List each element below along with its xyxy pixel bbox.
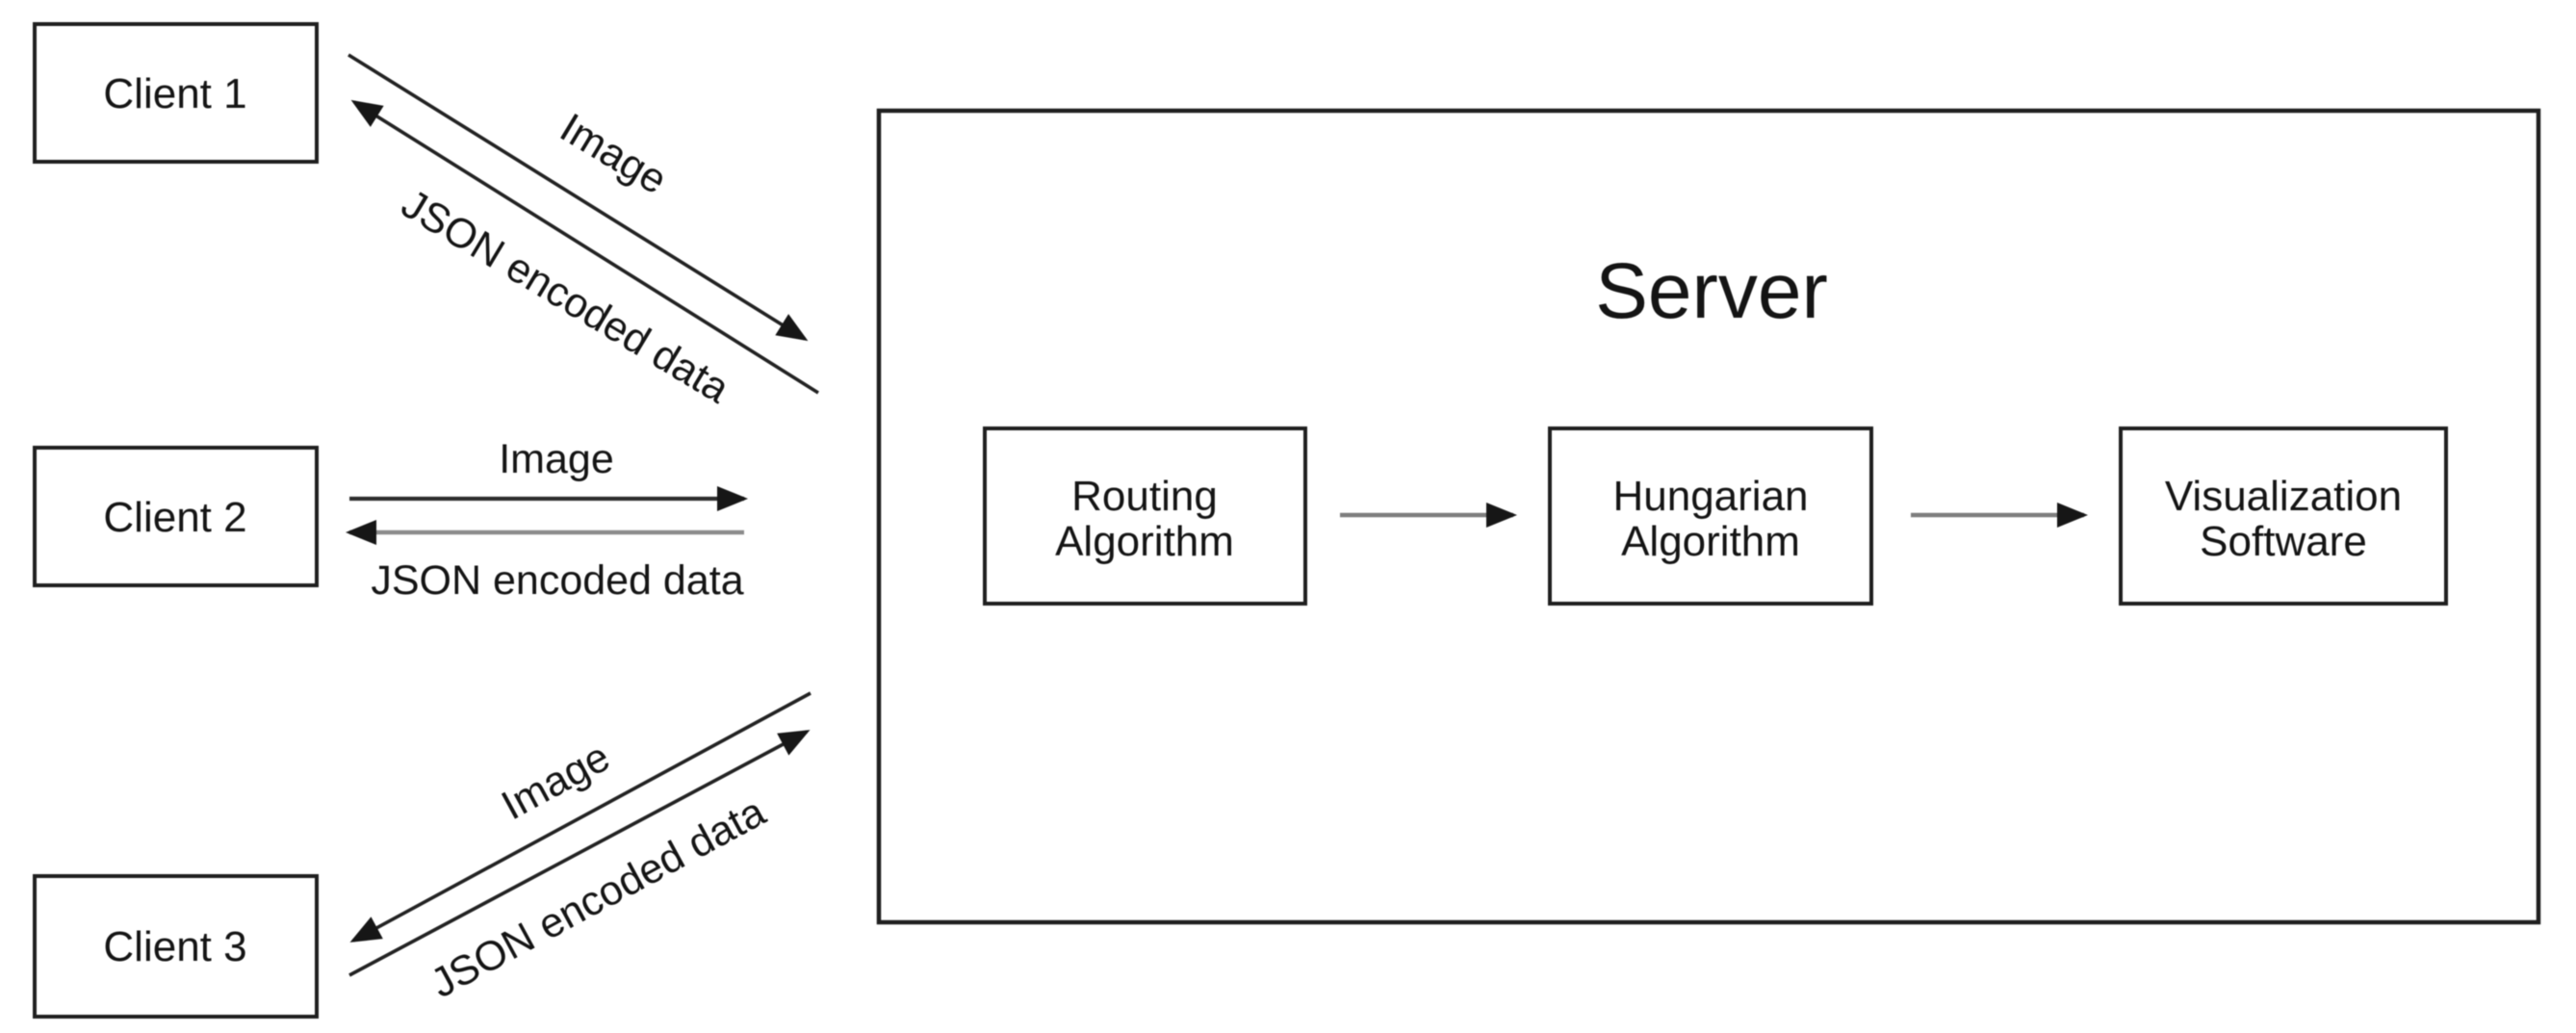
hungarian-algorithm-box: [1548, 426, 1873, 606]
routing-algorithm-node: Routing Algorithm: [983, 426, 1307, 606]
routing-algorithm-box: [983, 426, 1307, 606]
hungarian-algorithm-label-line2: Algorithm: [1621, 518, 1800, 565]
client-2-label: Client 2: [103, 494, 246, 541]
server-title: Server: [1595, 247, 1828, 335]
hungarian-algorithm-node: Hungarian Algorithm: [1548, 426, 1873, 606]
client-3-node: Client 3: [33, 874, 319, 1019]
visualization-software-label-line2: Software: [2200, 518, 2367, 565]
hungarian-algorithm-label-line1: Hungarian: [1612, 473, 1808, 520]
client-3-image-arrow: [349, 691, 811, 943]
client-3-json-arrow: [348, 730, 811, 977]
client-2-image-arrow-label: Image: [499, 436, 614, 482]
client-2-json-arrow-label: JSON encoded data: [371, 557, 743, 604]
client-2-box: [33, 446, 319, 587]
visualization-software-node: Visualization Software: [2119, 426, 2448, 606]
client-1-label: Client 1: [103, 70, 246, 117]
routing-algorithm-label-line1: Routing: [1071, 473, 1218, 520]
client-1-json-arrow: [350, 99, 819, 395]
client-1-connectors: Image JSON encoded data: [348, 53, 819, 413]
client-1-json-arrow-label: JSON encoded data: [394, 181, 737, 413]
client-1-image-arrow-label: Image: [553, 105, 675, 204]
client-3-json-arrow-label: JSON encoded data: [424, 788, 773, 1007]
client-3-label: Client 3: [103, 923, 246, 970]
client-2-connectors: Image JSON encoded data: [346, 436, 748, 604]
client-1-box: [33, 22, 319, 164]
visualization-software-label-line1: Visualization: [2165, 473, 2402, 520]
client-3-image-arrow-label: Image: [494, 734, 617, 829]
visualization-software-box: [2119, 426, 2448, 606]
client-3-box: [33, 874, 319, 1019]
client-2-node: Client 2: [33, 446, 319, 587]
client-1-image-arrow: [348, 53, 809, 342]
routing-algorithm-label-line2: Algorithm: [1055, 518, 1234, 565]
client-3-connectors: Image JSON encoded data: [348, 691, 811, 1007]
client-1-node: Client 1: [33, 22, 319, 164]
